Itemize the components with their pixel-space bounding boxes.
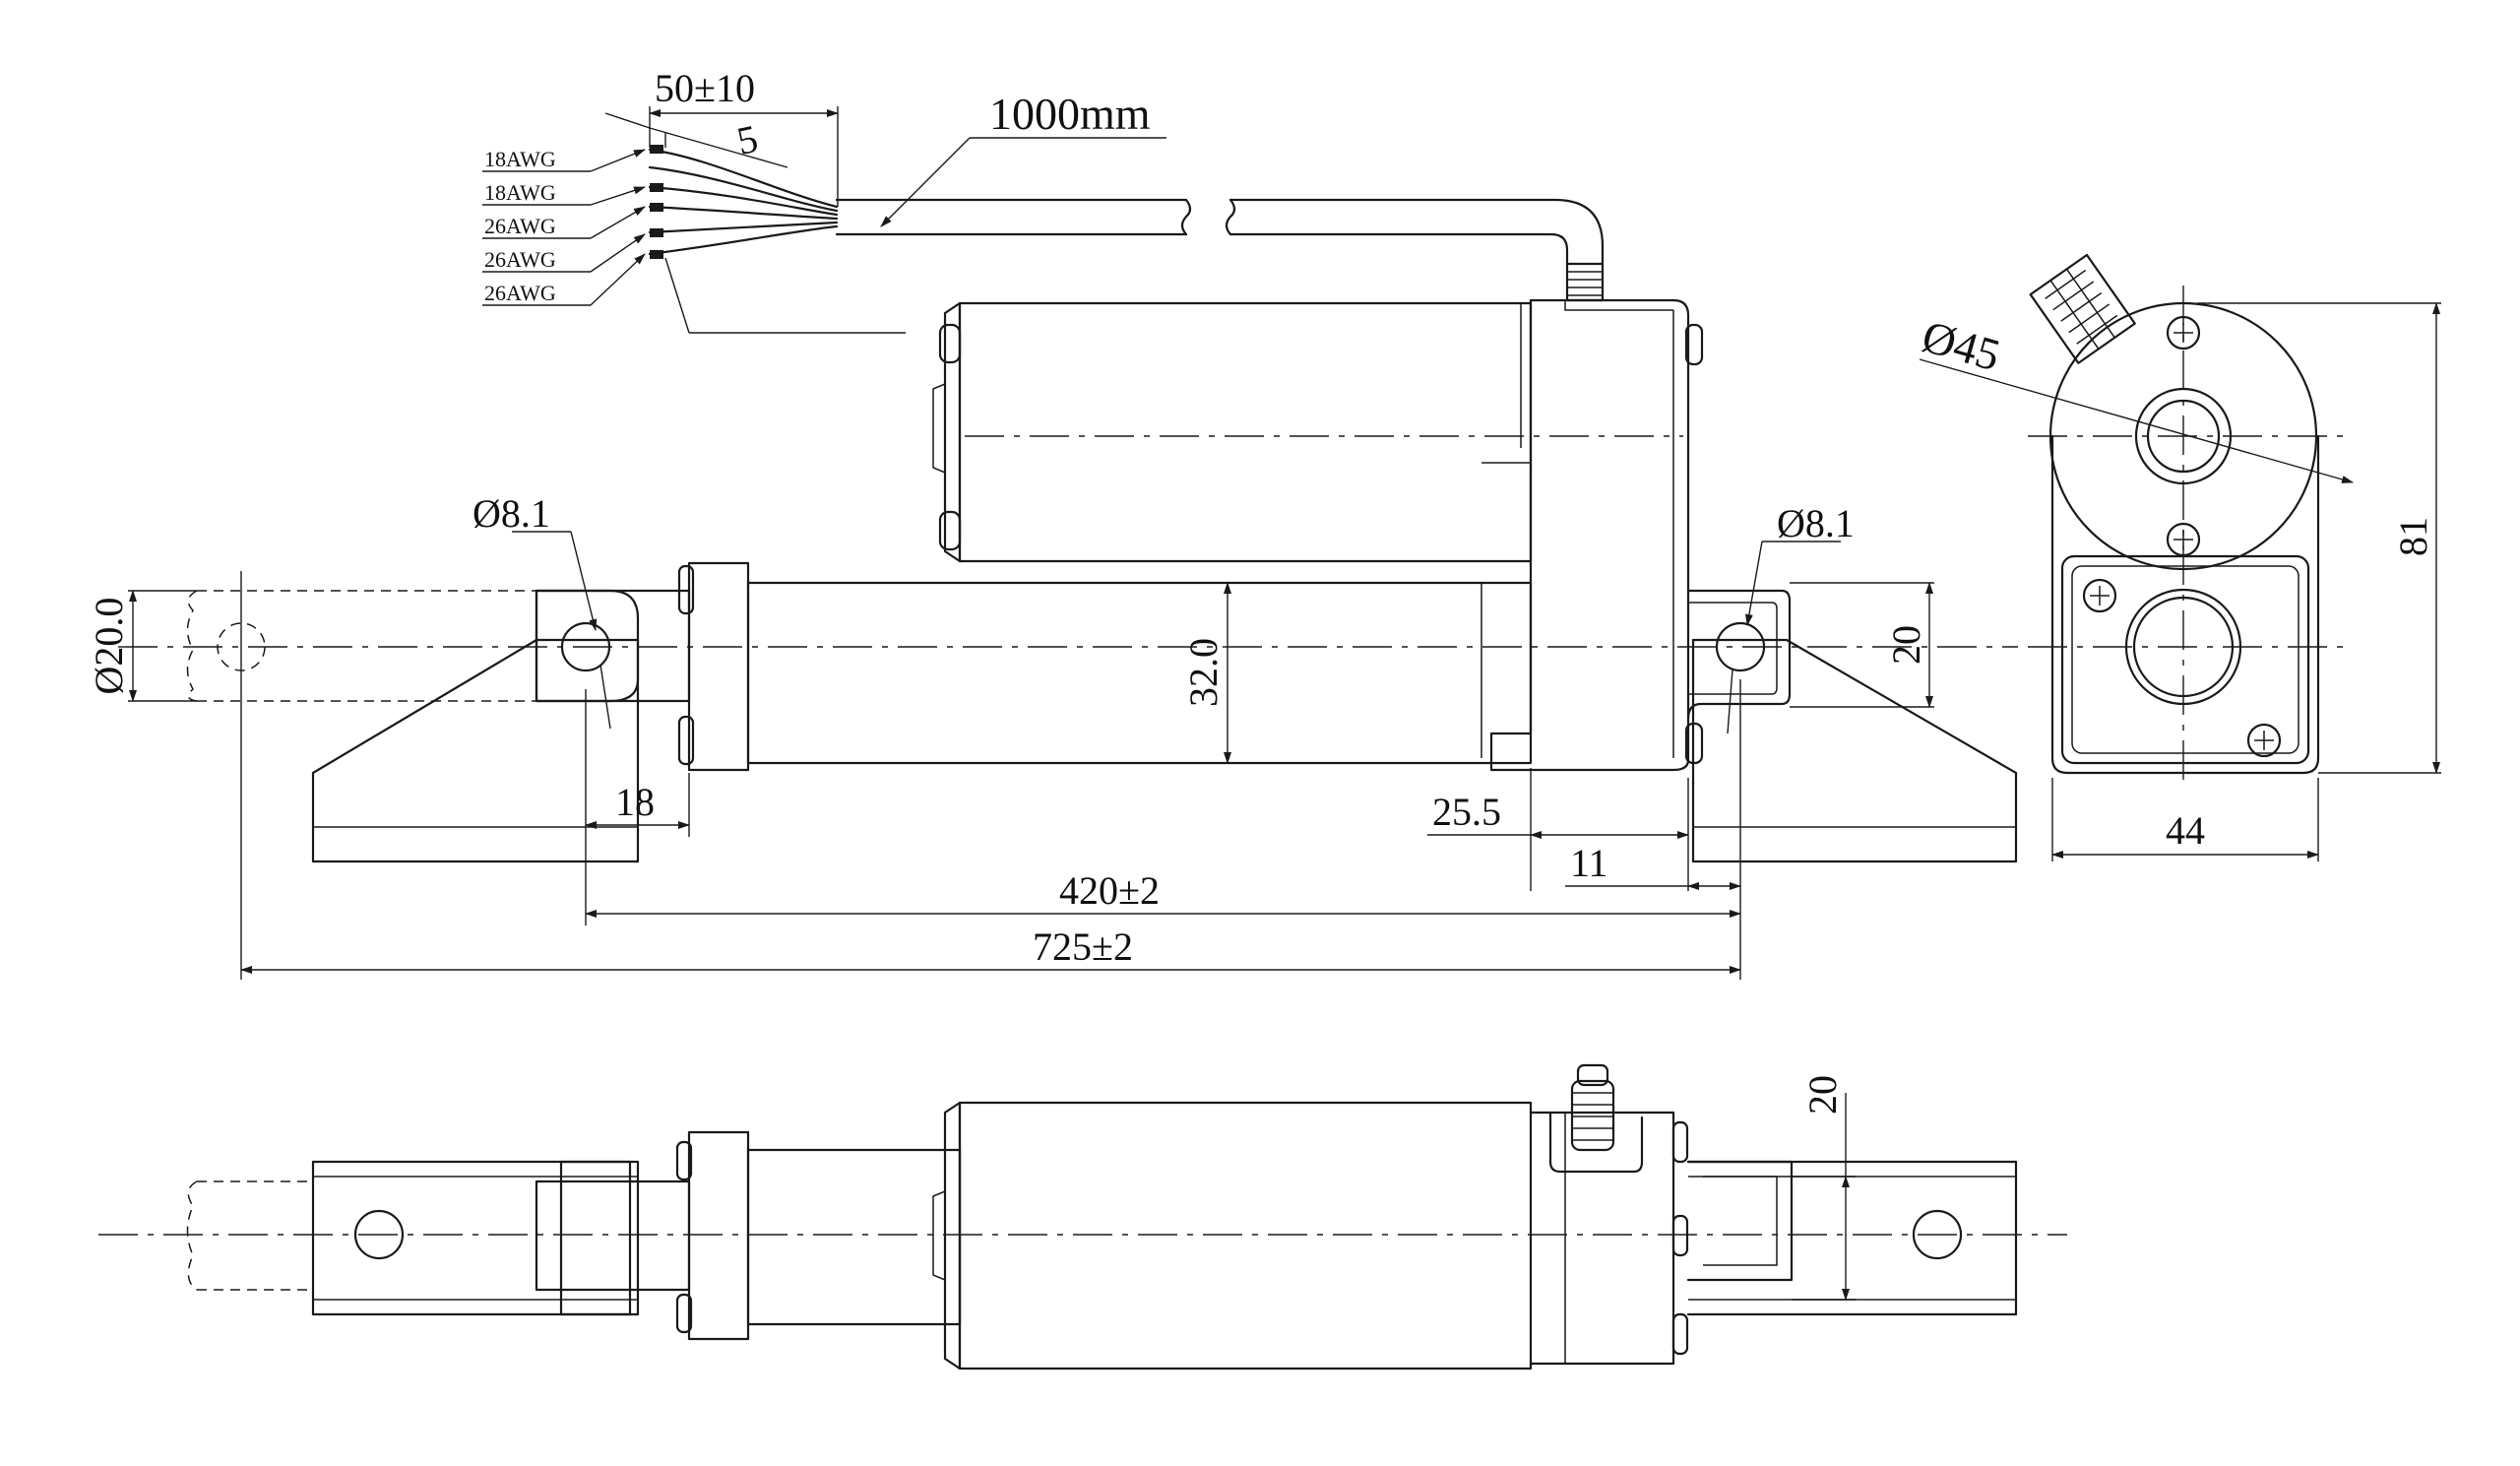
wire-bundle bbox=[648, 145, 839, 259]
front-bracket bbox=[1691, 638, 2018, 863]
rear-hole-label: Ø8.1 bbox=[472, 491, 550, 536]
end-width-label: 44 bbox=[2166, 808, 2205, 853]
motor-top bbox=[958, 1101, 1533, 1370]
retracted-length-label: 420±2 bbox=[1059, 868, 1160, 913]
top-view-dimensions bbox=[1792, 1093, 1856, 1301]
strip-length-label: 50±10 bbox=[655, 66, 755, 110]
outer-tube bbox=[746, 581, 1533, 765]
motor-diameter-label: Ø45 bbox=[1917, 311, 2005, 381]
end-view bbox=[2028, 253, 2343, 788]
gearbox-end bbox=[2050, 434, 2320, 775]
wire-label-5: 26AWG bbox=[484, 281, 556, 305]
wire-label-2: 18AWG bbox=[484, 180, 556, 205]
wire-label-1: 18AWG bbox=[484, 147, 556, 171]
rod-diameter-label: Ø20.0 bbox=[87, 598, 131, 695]
front-hole-label: Ø8.1 bbox=[1777, 501, 1855, 545]
end-view-dimensions bbox=[1919, 302, 2441, 861]
cable bbox=[835, 198, 1605, 302]
dim-25-5-label: 25.5 bbox=[1432, 790, 1501, 834]
tube-height-label: 32.0 bbox=[1181, 638, 1226, 707]
rear-bracket bbox=[311, 638, 640, 863]
top-view bbox=[98, 1063, 2067, 1370]
clevis-height-label: 20 bbox=[1884, 625, 1928, 665]
wire-label-3: 26AWG bbox=[484, 214, 556, 238]
dim-18-label: 18 bbox=[615, 780, 655, 824]
inner-rod bbox=[535, 589, 691, 703]
tin-length-label: 5 bbox=[733, 116, 762, 163]
cable-length-label: 1000mm bbox=[989, 89, 1151, 139]
dim-11-label: 11 bbox=[1570, 841, 1608, 885]
wire-label-4: 26AWG bbox=[484, 247, 556, 272]
end-height-label: 81 bbox=[2391, 517, 2435, 556]
wire-dimensions bbox=[482, 106, 1166, 334]
slot-width-label: 20 bbox=[1800, 1075, 1845, 1115]
motor-housing bbox=[958, 301, 1533, 563]
extended-length-label: 725±2 bbox=[1033, 924, 1133, 969]
front-view bbox=[118, 298, 2018, 863]
front-view-dimensions bbox=[128, 531, 1934, 980]
